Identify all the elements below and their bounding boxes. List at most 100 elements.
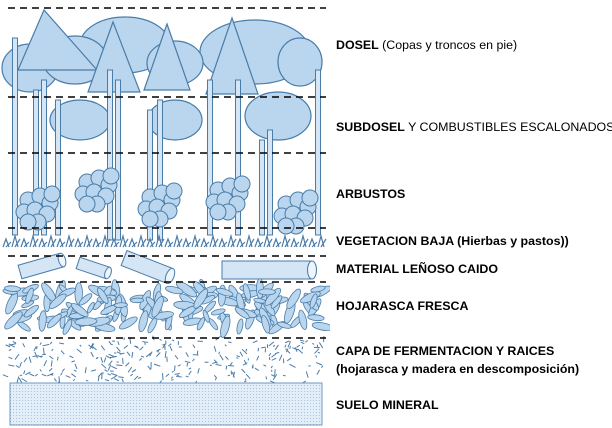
decomposed-fragment bbox=[21, 378, 28, 383]
decomposed-fragment bbox=[5, 344, 11, 348]
grass-icon bbox=[317, 233, 327, 248]
decomposed-fragment bbox=[270, 374, 276, 378]
fallen-log-icon bbox=[120, 249, 176, 285]
decomposed-fragment bbox=[296, 344, 301, 348]
decomposed-fragment bbox=[270, 365, 273, 369]
decomposed-fragment bbox=[145, 352, 152, 358]
decomposed-fragment bbox=[159, 338, 162, 341]
decomposed-fragment bbox=[315, 355, 318, 358]
leaf-litter-icon bbox=[74, 282, 83, 305]
shrub-icon bbox=[205, 175, 251, 221]
decomposed-fragment bbox=[254, 367, 260, 371]
decomposed-fragment bbox=[76, 348, 82, 354]
leaf-litter-icon bbox=[138, 310, 149, 333]
decomposed-fragment bbox=[71, 360, 76, 363]
decomposed-fragment bbox=[119, 352, 125, 355]
decomposed-fragment bbox=[125, 362, 130, 367]
decomposed-fragment bbox=[2, 374, 9, 378]
leaf-litter-icon bbox=[96, 287, 109, 304]
grass-icon bbox=[245, 233, 255, 248]
decomposed-fragment bbox=[8, 348, 12, 351]
shrub-layer bbox=[15, 167, 319, 235]
leaf-litter-icon bbox=[286, 288, 301, 310]
tree-trunk bbox=[315, 69, 321, 236]
shrub-icon bbox=[15, 185, 61, 231]
decomposed-fragment bbox=[8, 364, 15, 367]
leaf-litter-icon bbox=[130, 297, 145, 304]
layer-label-arbustos: ARBUSTOS bbox=[336, 187, 406, 201]
decomposed-fragment bbox=[244, 378, 247, 381]
leaf-litter-icon bbox=[220, 315, 231, 338]
decomposed-fragment bbox=[284, 344, 287, 348]
decomposed-fragment bbox=[164, 350, 167, 358]
decomposed-fragment bbox=[108, 360, 113, 366]
decomposed-fragment bbox=[56, 356, 59, 361]
leaf-litter-icon bbox=[236, 318, 244, 335]
leaf-litter-icon bbox=[277, 321, 292, 329]
decomposed-fragment bbox=[274, 369, 276, 376]
decomposed-fragment bbox=[224, 356, 229, 360]
decomposed-fragment bbox=[185, 352, 189, 358]
grass-icon bbox=[2, 237, 12, 248]
decomposed-fragment bbox=[305, 371, 309, 378]
decomposed-fragment bbox=[284, 340, 290, 344]
layer-label-hojarasca-fresca: HOJARASCA FRESCA bbox=[336, 299, 469, 313]
grass-icon bbox=[209, 233, 219, 248]
decomposed-fragment bbox=[165, 373, 170, 378]
grass-icon bbox=[290, 237, 300, 248]
decomposed-fragment bbox=[229, 362, 233, 367]
decomposed-fragment bbox=[285, 348, 291, 354]
leaf-litter-icon bbox=[62, 319, 73, 335]
leaf-litter-icon bbox=[25, 287, 34, 305]
grass-icon bbox=[191, 233, 201, 248]
decomposed-fragment bbox=[73, 369, 77, 372]
decomposed-fragment bbox=[149, 351, 153, 357]
decomposed-fragment bbox=[185, 375, 189, 378]
decomposed-fragment bbox=[156, 348, 161, 352]
decomposed-fragment bbox=[224, 344, 227, 347]
decomposed-fragment bbox=[213, 345, 217, 352]
decomposed-fragment bbox=[29, 373, 35, 377]
leaf-litter-icon bbox=[215, 287, 234, 297]
layer-label-fermentacion: CAPA DE FERMENTACION Y RAICES bbox=[336, 344, 555, 358]
decomposed-fragment bbox=[51, 372, 54, 376]
decomposed-fragment bbox=[133, 375, 139, 381]
decomposed-fragment bbox=[236, 357, 239, 359]
leaf-litter-icon bbox=[23, 304, 39, 318]
decomposed-fragment bbox=[85, 379, 89, 382]
decomposed-fragment bbox=[315, 362, 323, 366]
decomposed-fragment bbox=[213, 359, 218, 364]
leaf-litter-icon bbox=[210, 308, 226, 316]
grass-icon bbox=[74, 237, 84, 248]
decomposed-fragment bbox=[88, 344, 94, 349]
decomposed-fragment bbox=[274, 344, 279, 351]
decomposed-fragment bbox=[272, 344, 276, 347]
decomposed-fragment bbox=[138, 357, 143, 361]
decomposed-fragment bbox=[286, 357, 292, 362]
conifer-tree-icon bbox=[17, 8, 99, 71]
decomposed-fragment bbox=[16, 376, 20, 383]
deciduous-crown-icon bbox=[277, 37, 323, 87]
leaf-litter-icon bbox=[307, 314, 325, 322]
leaf-litter-icon bbox=[311, 322, 330, 331]
grass-icon bbox=[263, 233, 273, 248]
decomposed-fragment bbox=[65, 375, 71, 379]
grass-icon bbox=[29, 233, 39, 248]
decomposed-fragment bbox=[23, 357, 28, 363]
decomposed-fragment bbox=[107, 373, 111, 376]
decomposed-fragment bbox=[312, 342, 315, 345]
decomposed-fragment bbox=[213, 374, 217, 378]
grass-icon bbox=[299, 233, 309, 248]
decomposed-fragment bbox=[49, 355, 54, 360]
decomposed-fragment bbox=[317, 351, 321, 354]
fallen-wood-layer bbox=[17, 249, 317, 285]
shrub-icon bbox=[74, 167, 120, 213]
decomposed-fragment bbox=[25, 371, 31, 376]
decomposed-fragment bbox=[297, 348, 303, 354]
decomposed-fragment bbox=[218, 351, 220, 355]
decomposed-fragment bbox=[8, 356, 13, 360]
tree-trunk bbox=[235, 79, 241, 236]
grass-icon bbox=[182, 237, 192, 248]
grass-icon bbox=[272, 237, 282, 248]
grass-icon bbox=[137, 233, 147, 248]
